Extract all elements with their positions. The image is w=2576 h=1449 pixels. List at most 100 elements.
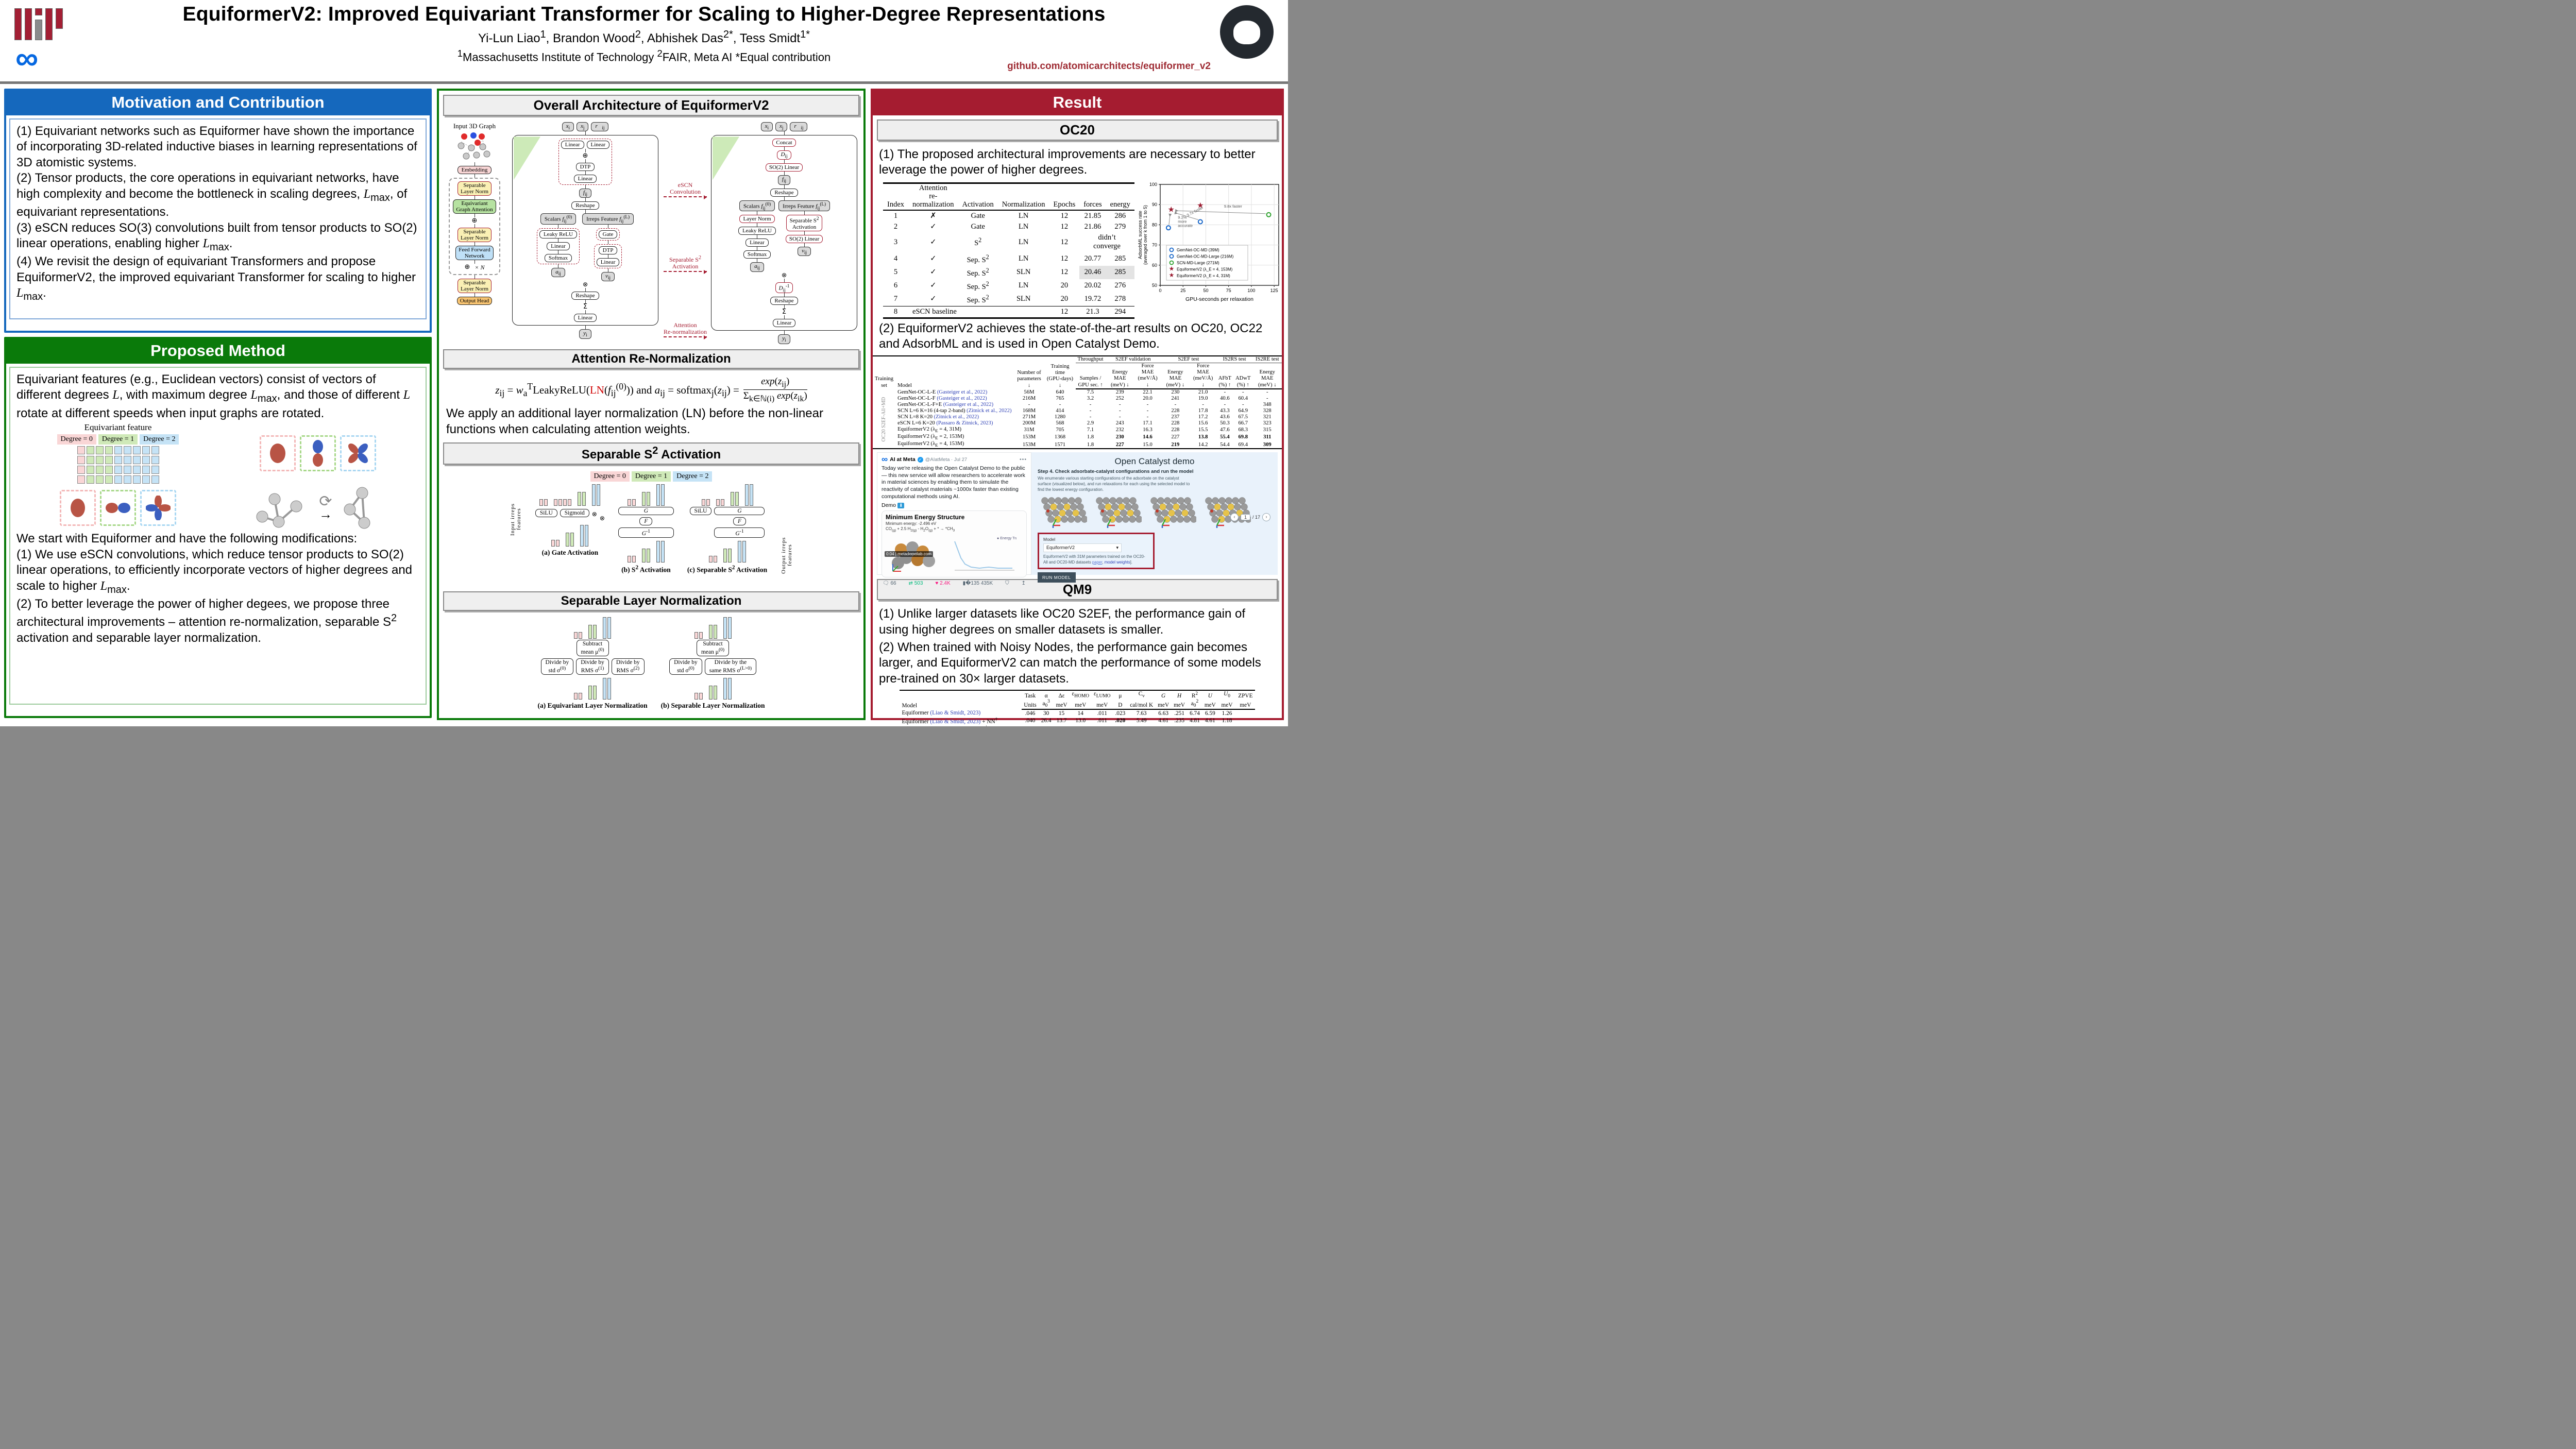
col-header: meV [1218,699,1236,710]
run-model-button[interactable]: RUN MODEL [1038,572,1076,583]
result-column: Result OC20 (1) The proposed architectur… [871,89,1284,726]
col-header: R2 [1191,691,1198,699]
col-header: Task [1024,692,1036,699]
table-cell: 228 [1171,408,1180,414]
middle-column: Overall Architecture of EquiformerV2 Inp… [437,89,866,720]
table-cell: 17.3 [1054,725,1070,726]
catalyst-config-image[interactable] [1201,496,1251,529]
softmax-node: Softmax [544,254,572,263]
motivation-title: Motivation and Contribution [6,91,430,115]
table-cell: 252 [1115,396,1124,402]
catalyst-config-image[interactable] [1092,496,1142,529]
table-cell: 14 [1077,710,1083,717]
svg-text:● Energy Trajectory: ● Energy Trajectory [997,537,1016,540]
col-group: S2EF test [1161,355,1216,364]
catalyst-config-image[interactable] [1038,496,1087,529]
views-stat[interactable]: ▮�135 435K [962,580,993,586]
y-tick-label: 90 [1152,202,1157,207]
like-button[interactable]: ♥ 2.4K [935,580,951,586]
table-row: SCN L=6 K=16 (4-tap 2-band) (Zitnick et … [873,408,1282,414]
table-cell: 12 [1049,305,1080,319]
table-cell: 50.3 [1220,420,1230,427]
result-title: Result [873,91,1282,115]
table-cell: 200M [1022,420,1036,427]
trajectory-legend: Energy Trajectory [1000,537,1016,540]
table-cell: 705 [1056,427,1064,433]
legend-box [1166,245,1248,281]
col-header: Energy MAE(meV) ↓ [1161,363,1190,389]
attention-renorm-equation: zij = waTLeakyReLU(LN(fij(0))) and aij =… [495,376,807,404]
table-cell: 20 [1060,281,1069,290]
proposed-para2: We start with Equiformer and have the fo… [16,532,413,645]
catalyst-config-image[interactable] [1147,496,1196,529]
table-cell: - [1119,402,1121,408]
page-current[interactable]: 1 [1240,514,1250,521]
table-cell: 17.1 [1143,420,1153,427]
table-cell: .021 [1092,725,1113,726]
embed-line1: Minimum energy: -2.496 eV [886,521,937,526]
linear-node: Linear [547,242,570,251]
table-cell: 20.46 [1079,265,1106,279]
model-select-highlight: Model EquiformerV2▾ EquiformerV2 with 31… [1038,533,1155,570]
irreps-node: Irreps Feature fij(L) [778,200,831,212]
col-header: D [1112,699,1128,710]
table-cell: 21.85 [1084,211,1101,220]
page-prev-button[interactable]: ‹ [1230,513,1239,522]
table-cell: ✗ [930,211,937,220]
table-cell: 14.2 [1198,441,1208,448]
orbitals-row-left [21,486,215,530]
table-row: Equiformer (Liao & Smidt, 2023) + NN†.04… [900,717,1255,725]
separable-layer-norm-title: Separable Layer Normalization [443,591,859,611]
proposed-method-title: Proposed Method [6,339,430,364]
table-cell: 153M [1022,441,1036,448]
vij-node: vij [601,272,615,282]
table-cell: 640 [1056,389,1064,395]
header-divider [0,81,1288,84]
tweet-embed-card[interactable]: Minimum Energy Structure Minimum energy:… [882,510,1027,577]
bookmark-button[interactable]: ⛉ [1005,580,1009,586]
github-url-link[interactable]: github.com/atomicarchitects/equiformer_v… [1007,61,1211,72]
table-cell: 43.3 [1220,408,1230,414]
table-cell: 55.4 [1220,434,1230,440]
legend-entry: EquiformerV2 (λ_E = 4, 31M) [1177,274,1230,278]
table-cell: 12 [1060,268,1069,277]
oc20-point1: (1) The proposed architectural improveme… [879,147,1256,177]
col-header: Normalization [997,183,1049,211]
page-next-button[interactable]: › [1262,513,1270,522]
d-orbital-icon [140,490,176,526]
s2-activation-figure: Degree = 0 Degree = 1 Degree = 2 Input i… [439,469,863,587]
rij-node: r⃗ij [790,122,808,132]
tweet-card: ∞ AI at Meta ✓ @AIatMeta · Jul 27 ••• To… [877,452,1031,586]
col-header: Samples /GPU sec. ↑ [1075,363,1106,389]
x-tick-label: 25 [1180,288,1185,293]
equiformerv2-block: xi xj r⃗ij Concat Dij SO(2) Linear fij R… [710,122,858,344]
table-cell: 13.8 [1198,434,1208,440]
table-cell: 232 [1115,427,1124,433]
y-axis-label: AdsorbML success rate(averaged over k fr… [1138,205,1148,265]
linear-node: Linear [573,314,597,322]
reply-button[interactable]: 🗨 66 [883,580,896,586]
fij-node: fij [777,175,791,185]
table-cell: S2 [974,236,982,248]
tweet-menu-button[interactable]: ••• [1019,456,1027,463]
table-cell: 285 [1106,265,1134,279]
model-dropdown[interactable]: EquiformerV2▾ [1043,543,1122,553]
share-button[interactable]: ↥ [1021,580,1026,586]
table-cell: - [1242,402,1244,408]
table-cell: 47.6 [1220,427,1230,433]
aij-node: aij [551,268,565,278]
table-cell: GemNet-OC-L-F (Gasteiger et al., 2022) [897,396,987,402]
down-arrow-icon: ⬇ [897,503,905,509]
gate-activation-panel: SiLU Sigmoid ⊗ ⊗ (a) Gate Activation [535,483,605,557]
retweet-button[interactable]: ⇄ 503 [908,580,923,586]
table-cell: 68.3 [1238,427,1248,433]
table-cell: 13.0 [1075,718,1086,724]
table-cell: ✓ [930,281,937,290]
